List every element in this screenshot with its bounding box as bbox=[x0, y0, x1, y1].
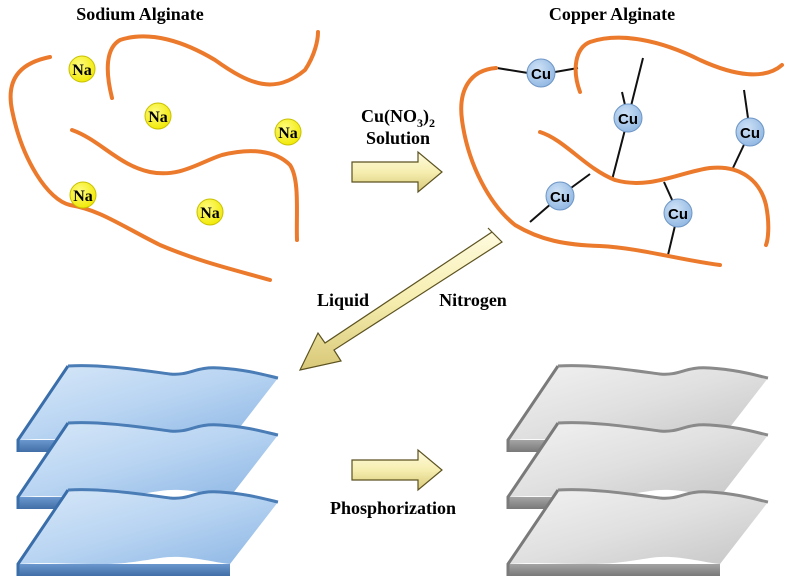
sodium-alginate-title: Sodium Alginate bbox=[76, 4, 204, 24]
sodium-ion: Na bbox=[196, 198, 224, 226]
svg-text:Na: Na bbox=[72, 62, 92, 79]
copper-ion: Cu bbox=[526, 58, 556, 88]
blue-aerogel-stack bbox=[16, 364, 279, 576]
svg-text:Cu: Cu bbox=[618, 111, 638, 128]
sodium-alginate-structure: Na Na Na Na Na bbox=[8, 30, 320, 282]
solution-label: Solution bbox=[366, 128, 430, 148]
right-arrow-icon bbox=[351, 150, 443, 194]
alginate-chain bbox=[105, 30, 320, 100]
crosslink-bonds bbox=[496, 57, 751, 256]
copper-ion: Cu bbox=[545, 181, 575, 211]
svg-text:Cu: Cu bbox=[668, 206, 688, 223]
diagonal-arrow-icon bbox=[298, 227, 503, 371]
alginate-chain bbox=[538, 130, 771, 247]
svg-text:Cu: Cu bbox=[531, 66, 551, 83]
sodium-ion: Na bbox=[69, 181, 97, 209]
phosphorization-label: Phosphorization bbox=[330, 498, 456, 518]
alginate-chain bbox=[573, 35, 784, 94]
aerogel-sheet bbox=[506, 488, 769, 576]
nitrogen-label: Nitrogen bbox=[439, 290, 507, 310]
copper-ion: Cu bbox=[613, 103, 643, 133]
svg-text:Na: Na bbox=[73, 188, 93, 205]
aerogel-sheet bbox=[16, 488, 279, 576]
sodium-ion: Na bbox=[274, 118, 302, 146]
solution-formula-label: Cu(NO3)2 bbox=[361, 106, 435, 130]
copper-alginate-title: Copper Alginate bbox=[549, 4, 675, 24]
copper-ion: Cu bbox=[735, 117, 765, 147]
sodium-ion: Na bbox=[68, 55, 96, 83]
svg-text:Cu: Cu bbox=[740, 125, 760, 142]
sodium-ion: Na bbox=[144, 102, 172, 130]
copper-alginate-structure: Cu Cu Cu Cu Cu bbox=[459, 35, 784, 267]
svg-text:Cu: Cu bbox=[550, 189, 570, 206]
gray-aerogel-stack bbox=[506, 364, 769, 576]
svg-text:Na: Na bbox=[278, 125, 298, 142]
liquid-label: Liquid bbox=[317, 290, 369, 310]
copper-ion: Cu bbox=[663, 198, 693, 228]
right-arrow-icon bbox=[351, 448, 443, 492]
svg-text:Na: Na bbox=[200, 205, 220, 222]
alginate-chain bbox=[459, 66, 722, 267]
svg-text:Na: Na bbox=[148, 109, 168, 126]
alginate-chain bbox=[70, 128, 299, 242]
alginate-chain bbox=[8, 55, 272, 282]
